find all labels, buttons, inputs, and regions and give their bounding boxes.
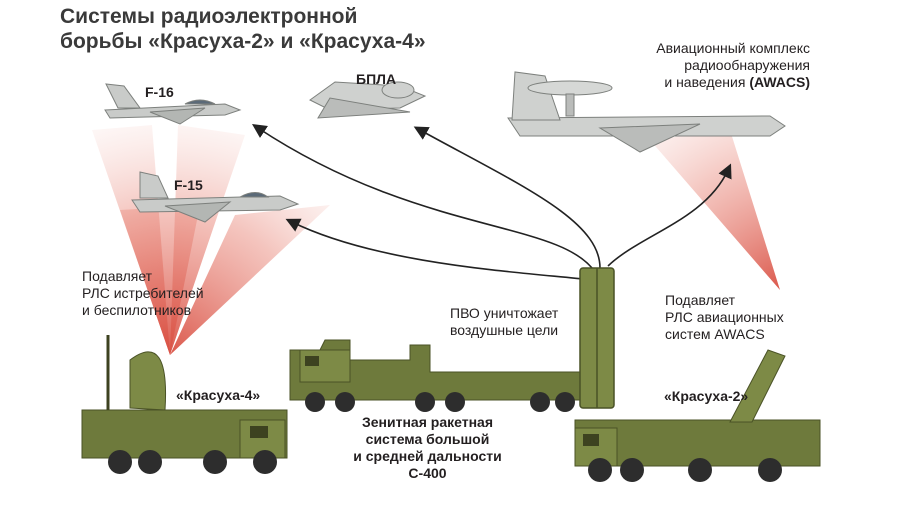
title-line-2: борьбы «Красуха-2» и «Красуха-4»: [60, 30, 426, 53]
f15-label: F-15: [174, 177, 203, 193]
diagram-title: Системы радиоэлектронной борьбы «Красуха…: [60, 4, 426, 54]
missile-trajectories: [251, 124, 732, 281]
s400-vehicle: [289, 267, 615, 412]
awacs-label-line-3-bold: (AWACS): [749, 74, 810, 90]
left-note-line-2: РЛС истребителей: [82, 285, 204, 301]
awacs-label-line-1: Авиационный комплекс: [656, 40, 810, 56]
center-note-line-1: ПВО уничтожает: [450, 305, 559, 321]
krasukha2-label: «Красуха-2»: [664, 388, 749, 404]
uav-label: БПЛА: [356, 71, 397, 87]
s400-label-line-4: С-400: [408, 465, 447, 481]
krasukha4-label: «Красуха-4»: [176, 387, 261, 403]
awacs-label-line-2: радиообнаружения: [684, 57, 810, 73]
right-note-line-1: Подавляет: [665, 292, 736, 308]
f16-aircraft: [104, 83, 242, 125]
awacs-label: Авиационный комплекс радиообнаружения и …: [600, 40, 810, 91]
jamming-beam-right: [650, 130, 780, 290]
f16-label: F-16: [145, 84, 174, 100]
center-note-line-2: воздушные цели: [450, 322, 559, 338]
krasukha2-vehicle: [574, 349, 821, 482]
left-note-line-3: и беспилотников: [82, 302, 192, 318]
f15-aircraft: [131, 171, 300, 223]
s400-label-line-3: и средней дальности: [353, 448, 502, 464]
s400-label: Зенитная ракетная система большой и сред…: [340, 414, 515, 482]
krasukha2-function-note: Подавляет РЛС авиационных систем AWACS: [665, 292, 784, 343]
s400-label-line-1: Зенитная ракетная: [362, 414, 493, 430]
s400-label-line-2: система большой: [365, 431, 490, 447]
title-line-1: Системы радиоэлектронной: [60, 5, 358, 28]
s400-function-note: ПВО уничтожает воздушные цели: [450, 305, 558, 339]
krasukha4-function-note: Подавляет РЛС истребителей и беспилотник…: [82, 268, 204, 319]
awacs-label-line-3: и наведения (AWACS): [600, 74, 810, 91]
awacs-aircraft: [507, 71, 786, 153]
right-note-line-3: систем AWACS: [665, 326, 765, 342]
jamming-beams-left: [92, 125, 330, 355]
uav-aircraft: [309, 81, 427, 119]
awacs-label-line-3-text: и наведения: [664, 74, 750, 90]
krasukha4-vehicle: [81, 335, 288, 474]
left-note-line-1: Подавляет: [82, 268, 153, 284]
right-note-line-2: РЛС авиационных: [665, 309, 784, 325]
